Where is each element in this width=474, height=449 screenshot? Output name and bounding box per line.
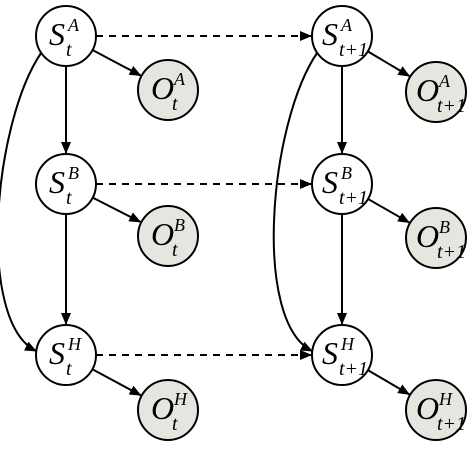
node-superscript: B <box>174 215 185 235</box>
observation-circle <box>405 379 467 441</box>
observation-circle <box>137 379 199 441</box>
state-circle <box>35 153 97 215</box>
node-letter: O <box>151 390 174 426</box>
node-letter: O <box>151 216 174 252</box>
node-letter: O <box>416 72 439 108</box>
edge-s-a-t-to-s-h-t <box>0 51 43 352</box>
edge-s-a-t-to-o-a-t <box>92 49 142 77</box>
edge-s-b-t1-to-o-b-t1 <box>367 198 410 224</box>
node-subscript: t+1 <box>339 39 368 61</box>
edge-s-h-t-to-o-h-t <box>91 368 142 397</box>
node-letter: O <box>416 390 439 426</box>
state-circle <box>311 5 373 67</box>
node-subscript: t+1 <box>437 95 466 117</box>
state-circle <box>35 5 97 67</box>
node-letter: S <box>49 16 65 52</box>
node-subscript: t <box>66 39 72 61</box>
node-superscript: A <box>67 15 80 35</box>
node-superscript: A <box>173 69 186 89</box>
node-superscript: A <box>438 71 451 91</box>
state-circle <box>35 324 97 386</box>
node-subscript: t+1 <box>437 241 466 263</box>
node-superscript: B <box>439 217 450 237</box>
node-superscript: H <box>438 389 453 409</box>
observation-circle <box>405 61 467 123</box>
node-letter: O <box>151 70 174 106</box>
node-subscript: t <box>66 358 72 380</box>
edge-s-a-t1-to-s-h-t1 <box>272 51 319 352</box>
node-subscript: t+1 <box>339 187 368 209</box>
node-letter: S <box>322 335 338 371</box>
edge-s-b-t-to-o-b-t <box>92 196 142 223</box>
edge-s-h-t1-to-o-h-t1 <box>367 369 411 396</box>
node-superscript: A <box>340 15 353 35</box>
node-superscript: B <box>341 163 352 183</box>
node-letter: S <box>322 16 338 52</box>
state-circle <box>311 324 373 386</box>
node-letter: S <box>322 164 338 200</box>
node-subscript: t <box>172 93 178 115</box>
node-superscript: B <box>68 163 79 183</box>
node-subscript: t <box>66 187 72 209</box>
node-superscript: H <box>173 389 188 409</box>
node-subscript: t+1 <box>437 413 466 435</box>
observation-circle <box>405 207 467 269</box>
node-letter: O <box>416 218 439 254</box>
node-letter: S <box>49 164 65 200</box>
node-subscript: t+1 <box>339 358 368 380</box>
node-letter: S <box>49 335 65 371</box>
node-subscript: t <box>172 239 178 261</box>
edge-layer <box>0 31 411 397</box>
edge-s-a-t1-to-o-a-t1 <box>367 50 411 77</box>
observation-circle <box>137 59 199 121</box>
node-subscript: t <box>172 413 178 435</box>
node-superscript: H <box>67 334 82 354</box>
state-circle <box>311 153 373 215</box>
node-superscript: H <box>340 334 355 354</box>
observation-circle <box>137 205 199 267</box>
